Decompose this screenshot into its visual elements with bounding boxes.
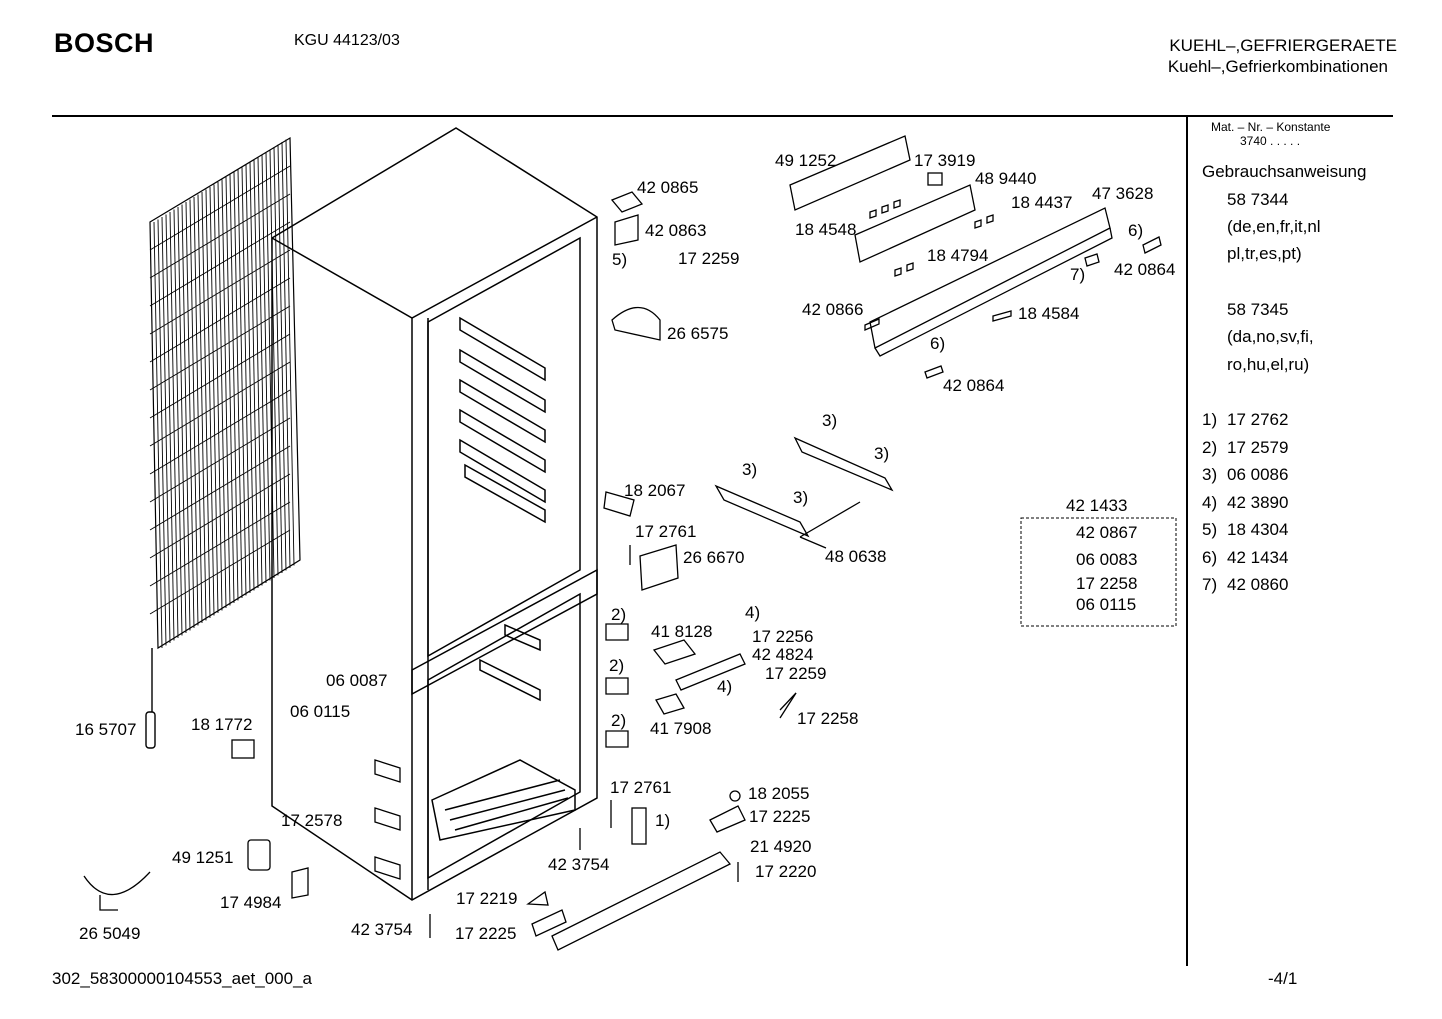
manual-1-languages-cont: pl,tr,es,pt) <box>1227 244 1302 263</box>
footnote-value: 42 3890 <box>1227 493 1289 512</box>
footnote-ref: 2) <box>611 711 627 730</box>
manual-2-number: 58 7345 <box>1227 300 1289 319</box>
part-label: 17 2578 <box>281 811 343 830</box>
matnr-value: 3740 . . . . . <box>1240 134 1301 148</box>
footnote-ref: 3) <box>822 411 838 430</box>
footnote-ref: 4) <box>717 677 733 696</box>
part-label: 49 1251 <box>172 848 234 867</box>
part-label: 42 0864 <box>1114 260 1176 279</box>
footnote-ref: 6) <box>930 334 946 353</box>
kit-item: 17 2258 <box>1076 574 1138 593</box>
category-subtitle: Kuehl–,Gefrierkombinationen <box>1167 57 1388 76</box>
part-label: 06 0087 <box>326 671 388 690</box>
part-label: 26 5049 <box>79 924 141 943</box>
part-label: 06 0115 <box>290 702 351 721</box>
part-label: 26 6575 <box>667 324 729 343</box>
part-label: 17 2259 <box>678 249 740 268</box>
footnote-key: 4) <box>1202 493 1218 512</box>
document-id: 302_58300000104553_aet_000_a <box>52 969 312 988</box>
part-label: 48 0638 <box>825 547 887 566</box>
manual-2-languages: (da,no,sv,fi, <box>1227 327 1314 346</box>
kit-box <box>1020 517 1177 627</box>
part-label: 17 2761 <box>610 778 672 797</box>
part-label: 49 1252 <box>775 151 837 170</box>
footnote-key: 2) <box>1202 438 1218 457</box>
footnote-value: 42 0860 <box>1227 575 1289 594</box>
footnote-value: 42 1434 <box>1227 548 1289 567</box>
footnote-ref: 1) <box>655 811 671 830</box>
part-label: 18 2067 <box>624 481 686 500</box>
part-label: 18 4584 <box>1018 304 1080 323</box>
part-label: 42 0863 <box>645 221 707 240</box>
part-label: 17 2220 <box>755 862 817 881</box>
part-label: 41 7908 <box>650 719 712 738</box>
part-label: 17 2256 <box>752 627 814 646</box>
part-label: 42 3754 <box>548 855 610 874</box>
part-label: 18 4794 <box>927 246 989 265</box>
part-label: 17 2761 <box>635 522 697 541</box>
part-label: 17 2225 <box>749 807 811 826</box>
part-label: 18 2055 <box>748 784 810 803</box>
part-label: 17 3919 <box>914 151 976 170</box>
footnote-value: 17 2762 <box>1227 410 1289 429</box>
category-title: KUEHL–,GEFRIERGERAETE <box>1169 36 1397 55</box>
part-label: 17 4984 <box>220 893 282 912</box>
manual-1-languages: (de,en,fr,it,nl <box>1227 217 1321 236</box>
part-label: 42 0866 <box>802 300 864 319</box>
footnote-ref: 5) <box>612 250 628 269</box>
part-label: 42 0864 <box>943 376 1005 395</box>
footnote-key: 3) <box>1202 465 1218 484</box>
matnr-label: Mat. – Nr. – Konstante <box>1211 120 1331 134</box>
part-label: 17 2219 <box>456 889 518 908</box>
manual-title: Gebrauchsanweisung <box>1202 162 1367 181</box>
part-label: 41 8128 <box>651 622 713 641</box>
kit-item: 42 0867 <box>1076 523 1138 542</box>
page-number: -4/1 <box>1268 969 1298 988</box>
footnote-key: 5) <box>1202 520 1218 539</box>
kit-item: 06 0115 <box>1076 595 1137 614</box>
footnote-ref: 6) <box>1128 221 1144 240</box>
footnote-value: 17 2579 <box>1227 438 1289 457</box>
part-label: 21 4920 <box>750 837 812 856</box>
part-label: 42 0865 <box>637 178 699 197</box>
footnote-key: 6) <box>1202 548 1218 567</box>
part-label: 16 5707 <box>75 720 137 739</box>
kit-title: 42 1433 <box>1066 496 1128 515</box>
control-panel-parts <box>789 135 1162 379</box>
part-label: 47 3628 <box>1092 184 1154 203</box>
footnote-ref: 2) <box>609 656 625 675</box>
part-label: 17 2258 <box>797 709 859 728</box>
model-number: KGU 44123/03 <box>294 32 400 49</box>
condenser-coil <box>145 136 301 749</box>
footnote-ref: 3) <box>793 488 809 507</box>
fridge-cabinet <box>271 127 598 901</box>
footnote-key: 7) <box>1202 575 1218 594</box>
part-label: 18 4548 <box>795 220 857 239</box>
footnote-ref: 3) <box>742 460 758 479</box>
brand-logo: BOSCH <box>54 28 155 58</box>
footnote-ref: 7) <box>1070 265 1086 284</box>
kit-item: 06 0083 <box>1076 550 1138 569</box>
part-label: 42 3754 <box>351 920 413 939</box>
footnote-value: 06 0086 <box>1227 465 1289 484</box>
footnote-key: 1) <box>1202 410 1218 429</box>
manual-1-number: 58 7344 <box>1227 190 1289 209</box>
part-label: 26 6670 <box>683 548 745 567</box>
part-label: 48 9440 <box>975 169 1037 188</box>
part-label: 42 4824 <box>752 645 814 664</box>
footnote-value: 18 4304 <box>1227 520 1289 539</box>
part-label: 18 4437 <box>1011 193 1073 212</box>
footnote-ref: 3) <box>874 444 890 463</box>
manual-2-languages-cont: ro,hu,el,ru) <box>1227 355 1310 374</box>
part-label: 18 1772 <box>191 715 253 734</box>
footnote-ref: 2) <box>611 605 627 624</box>
part-label: 17 2225 <box>455 924 517 943</box>
footnote-ref: 4) <box>745 603 761 622</box>
accessory-parts <box>83 191 894 951</box>
part-label: 17 2259 <box>765 664 827 683</box>
